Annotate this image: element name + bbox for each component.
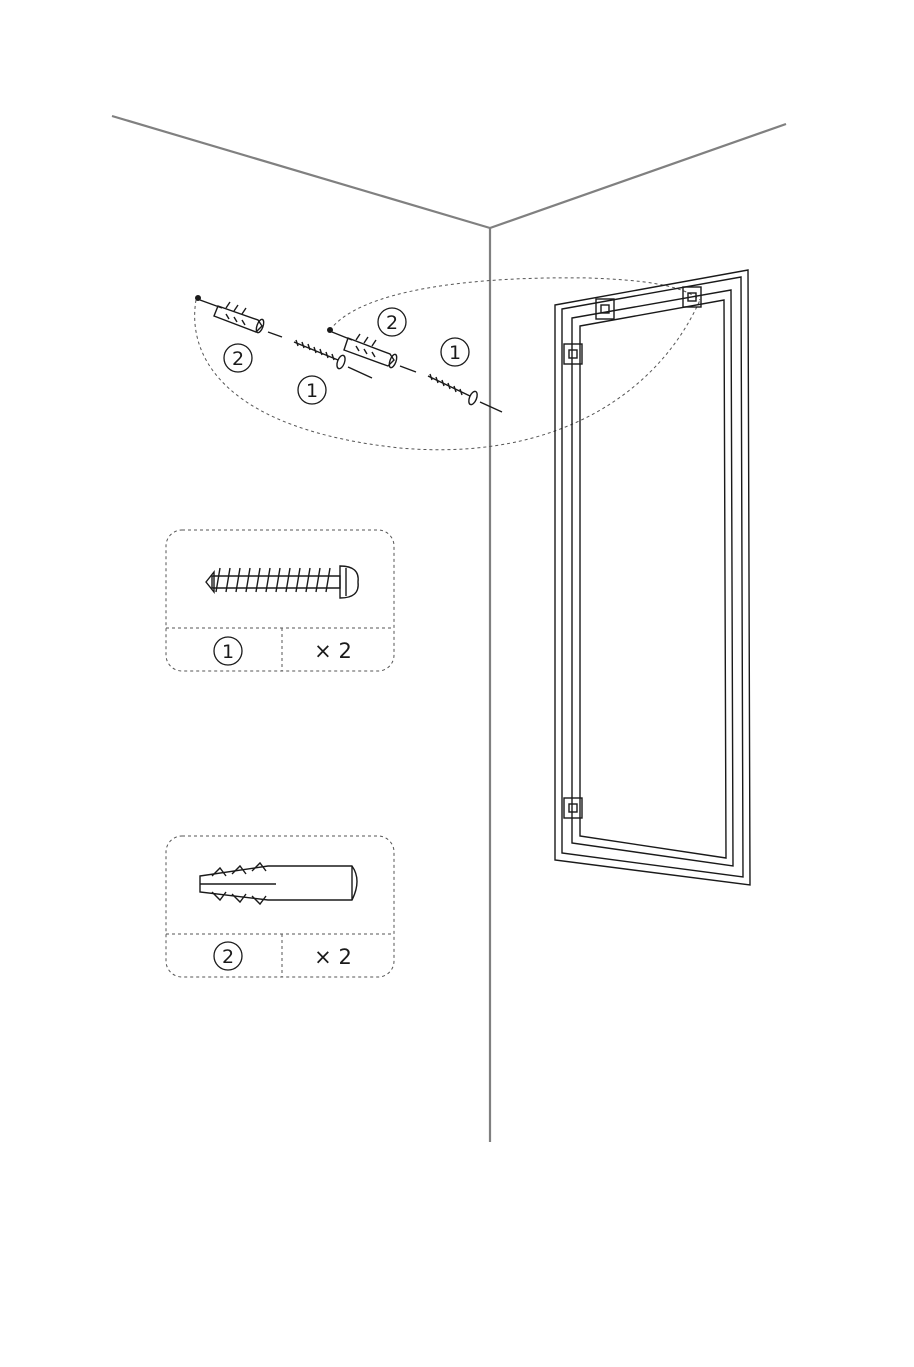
callout-anchor-left: 2 <box>224 344 252 372</box>
wall-anchor-icon <box>344 334 398 369</box>
parts-panel-screw: 1 × 2 <box>166 530 394 671</box>
callout-screw-left: 1 <box>298 376 326 404</box>
quantity-anchor: × 2 <box>314 945 352 969</box>
svg-text:1: 1 <box>306 380 318 402</box>
callout-screw-right: 1 <box>441 338 469 366</box>
wall-anchor-icon <box>214 302 265 334</box>
svg-text:2: 2 <box>386 312 398 334</box>
screw-icon <box>428 374 479 406</box>
mirror-frame <box>555 270 750 885</box>
svg-text:2: 2 <box>232 348 244 370</box>
callout-anchor-right: 2 <box>378 308 406 336</box>
svg-text:1: 1 <box>449 342 461 364</box>
quantity-screw: × 2 <box>314 639 352 663</box>
part-number-badge-screw: 1 <box>214 637 242 665</box>
screw-icon <box>294 340 347 370</box>
parts-panel-anchor: 2 × 2 <box>166 836 394 977</box>
svg-text:1: 1 <box>222 641 234 663</box>
svg-text:2: 2 <box>222 946 234 968</box>
part-number-badge-anchor: 2 <box>214 942 242 970</box>
hardware-set-left <box>195 295 372 378</box>
